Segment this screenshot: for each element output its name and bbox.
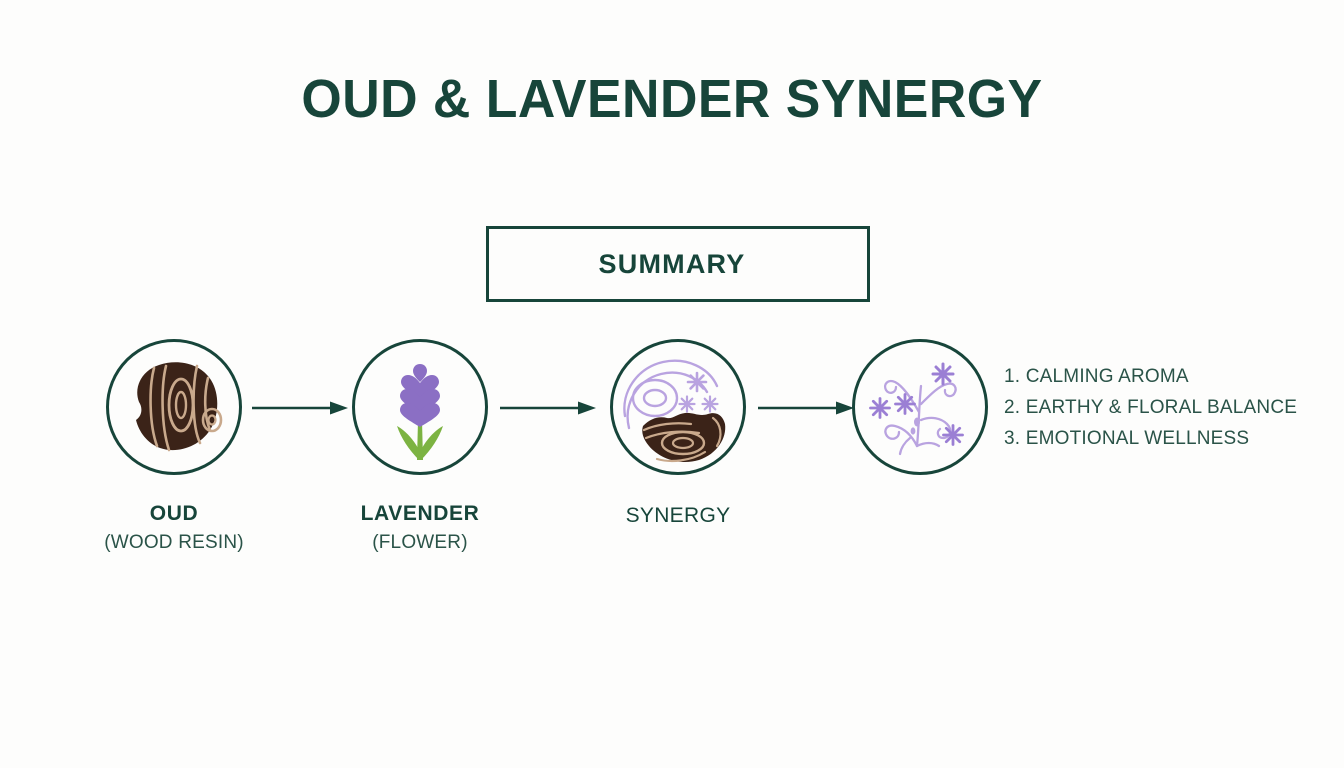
benefit-item: 1. CALMING AROMA <box>1004 366 1189 387</box>
benefits-list: 1. CALMING AROMA 2. EARTHY & FLORAL BALA… <box>1004 361 1334 454</box>
summary-box: SUMMARY <box>486 226 870 302</box>
arrow-lavender-to-synergy <box>500 400 596 416</box>
oud-circle <box>106 339 242 475</box>
caption-lavender-subtitle: (FLOWER) <box>372 532 468 553</box>
caption-synergy: SYNERGY <box>548 504 808 528</box>
summary-label: SUMMARY <box>598 248 746 279</box>
synergy-blend-icon <box>623 359 726 463</box>
process-flow <box>0 339 1344 479</box>
caption-oud: OUD (WOOD RESIN) <box>44 502 304 554</box>
oud-wood-resin-icon <box>136 362 223 452</box>
benefit-item: 2. EARTHY & FLORAL BALANCE <box>1004 397 1298 418</box>
arrow-synergy-to-wellness <box>758 400 854 416</box>
lavender-circle <box>352 339 488 475</box>
flow-node-wellness[interactable] <box>852 339 988 475</box>
synergy-circle <box>610 339 746 475</box>
caption-oud-title: OUD <box>149 502 199 525</box>
caption-lavender: LAVENDER (FLOWER) <box>290 502 550 554</box>
caption-lavender-title: LAVENDER <box>360 502 480 525</box>
wellness-circle <box>852 339 988 475</box>
benefit-item: 3. EMOTIONAL WELLNESS <box>1004 428 1250 449</box>
flow-node-oud[interactable] <box>106 339 242 475</box>
arrow-oud-to-lavender <box>252 400 348 416</box>
lavender-flower-icon <box>397 364 443 460</box>
caption-oud-subtitle: (WOOD RESIN) <box>104 532 244 553</box>
page-title: OUD & LAVENDER SYNERGY <box>301 69 1043 129</box>
wellness-flourish-icon <box>869 362 964 456</box>
flow-node-synergy[interactable] <box>610 339 746 475</box>
caption-synergy-title: SYNERGY <box>625 504 731 527</box>
flow-node-lavender[interactable] <box>352 339 488 475</box>
